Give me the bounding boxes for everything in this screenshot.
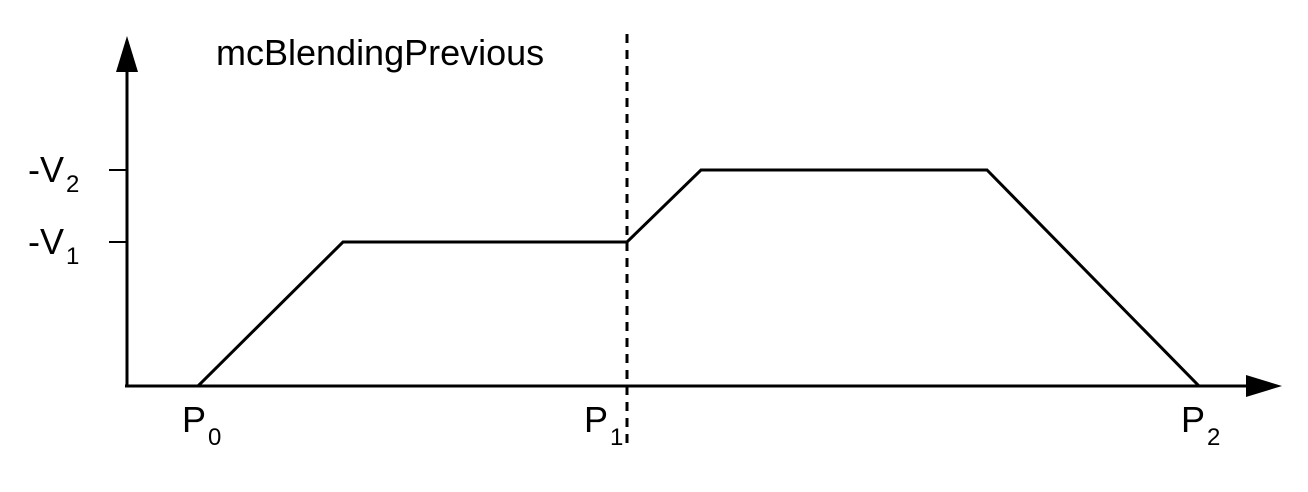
diagram-title: mcBlendingPrevious [216,32,544,73]
y-label-v1: -V1 [28,221,79,270]
x-label-p1: P1 [584,399,623,451]
y-axis-arrow [116,36,138,72]
x-axis-arrow [1246,375,1282,397]
y-label-v2: -V2 [28,149,79,198]
x-label-p2: P2 [1181,399,1220,451]
velocity-profile-line [196,168,1201,388]
x-label-p0: P0 [182,399,221,451]
